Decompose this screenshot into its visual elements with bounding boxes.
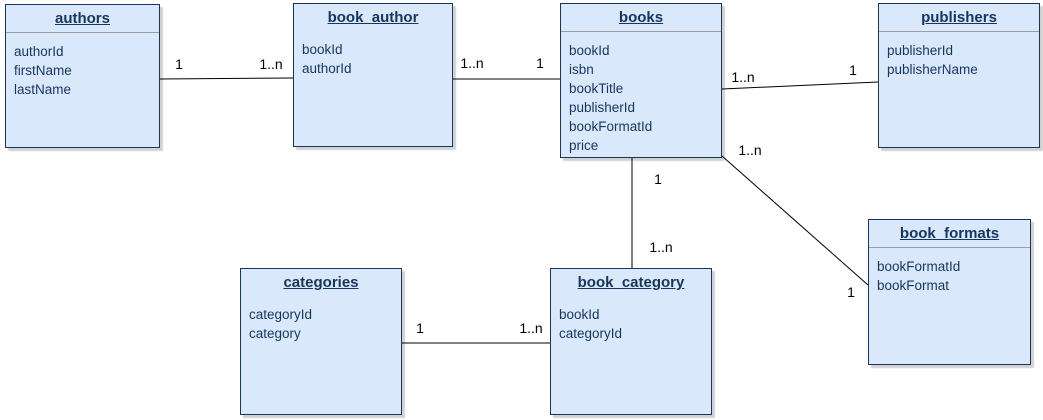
cardinality-label: 1 xyxy=(175,56,183,72)
table-fields: bookFormatId bookFormat xyxy=(869,248,1030,295)
cardinality-label: 1 xyxy=(847,284,855,300)
field-bookId: bookId xyxy=(302,42,343,57)
table-title-categories: categories xyxy=(283,274,359,291)
table-fields: bookId isbn bookTitle publisherId bookFormat… xyxy=(561,32,721,155)
cardinality-label: 1..n xyxy=(519,320,542,336)
cardinality-label: 1..n xyxy=(649,239,672,255)
cardinality-label: 1..n xyxy=(731,69,754,85)
field-categoryId: categoryId xyxy=(559,326,623,341)
field-categoryId: categoryId xyxy=(249,307,313,322)
table-title-books: books xyxy=(561,4,721,32)
table-title-authors: authors xyxy=(6,5,159,33)
cardinality-label: 1 xyxy=(536,55,544,71)
field-lastName: lastName xyxy=(14,82,72,97)
field-category: category xyxy=(249,326,301,341)
relationship-line-books-publishers[interactable] xyxy=(721,81,879,90)
field-price: price xyxy=(569,138,599,153)
table-title-publishers: publishers xyxy=(879,4,1039,32)
field-bookFormatId: bookFormatId xyxy=(569,119,653,134)
table-categories[interactable]: categories categoryId category xyxy=(240,268,402,415)
table-title-book_author: book_author xyxy=(327,9,419,26)
field-authorId: authorId xyxy=(14,44,64,59)
table-fields: bookId categoryId xyxy=(551,296,711,343)
table-publishers[interactable]: publishers publisherId publisherName xyxy=(878,3,1040,148)
table-book_author[interactable]: book_author bookId authorId xyxy=(293,3,453,147)
cardinality-label: 1 xyxy=(416,320,424,336)
field-bookTitle: bookTitle xyxy=(569,81,624,96)
field-bookFormatId: bookFormatId xyxy=(877,259,961,274)
field-bookFormat: bookFormat xyxy=(877,278,950,293)
cardinality-label: 1 xyxy=(849,62,857,78)
table-book_category[interactable]: book_category bookId categoryId xyxy=(550,268,712,415)
cardinality-label: 1..n xyxy=(738,142,761,158)
relationship-line-authors-book_author[interactable] xyxy=(159,77,294,80)
cardinality-label: 1..n xyxy=(259,56,282,72)
field-publisherName: publisherName xyxy=(887,62,978,77)
table-authors[interactable]: authors authorId firstName lastName xyxy=(5,4,160,148)
field-isbn: isbn xyxy=(569,62,594,77)
table-book_formats[interactable]: book_formats bookFormatId bookFormat xyxy=(868,219,1031,365)
table-fields: bookId authorId xyxy=(294,31,452,78)
field-authorId: authorId xyxy=(302,61,352,76)
cardinality-label: 1..n xyxy=(460,55,483,71)
table-fields: publisherId publisherName xyxy=(879,32,1039,79)
table-books[interactable]: books bookId isbn bookTitle publisherId bookF… xyxy=(560,3,722,158)
field-publisherId: publisherId xyxy=(569,100,636,115)
table-fields: categoryId category xyxy=(241,296,401,343)
cardinality-label: 1 xyxy=(654,171,662,187)
field-bookId: bookId xyxy=(569,43,610,58)
table-title-book_category: book_category xyxy=(577,274,685,291)
table-title-book_formats: book_formats xyxy=(869,220,1030,248)
table-fields: authorId firstName lastName xyxy=(6,33,159,99)
relationship-line-books-book_formats[interactable] xyxy=(721,155,869,286)
field-firstName: firstName xyxy=(14,63,72,78)
field-bookId: bookId xyxy=(559,307,600,322)
field-publisherId: publisherId xyxy=(887,43,954,58)
